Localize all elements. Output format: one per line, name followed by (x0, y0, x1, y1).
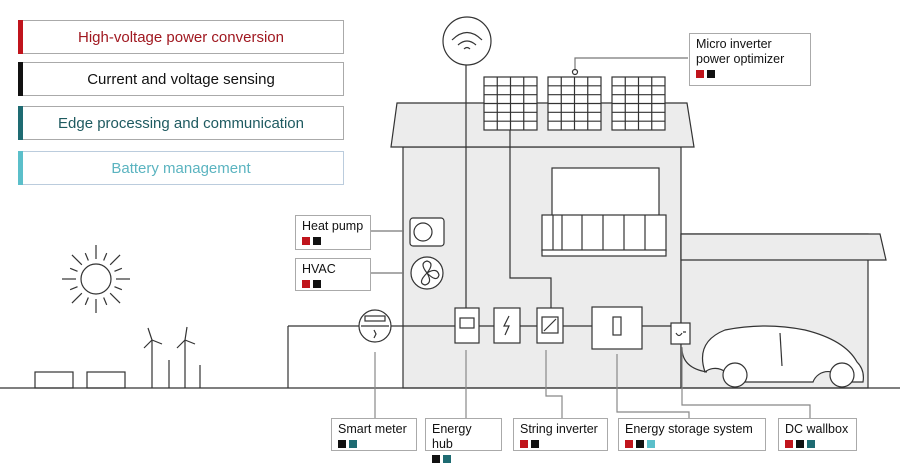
solar-panel-icon (483, 76, 666, 131)
inverter-icon (536, 307, 564, 344)
swatch-black (707, 70, 715, 78)
swatch-black (796, 440, 804, 448)
legend-item-sensing: Current and voltage sensing (18, 62, 344, 96)
legend-label: High-voltage power conversion (78, 28, 284, 46)
legend-label: Edge processing and communication (58, 114, 304, 132)
label-heat-pump: Heat pump (295, 215, 371, 250)
connector-dot (571, 68, 579, 76)
label-subtitle: power optimizer (696, 52, 785, 66)
sun-ray (103, 252, 108, 261)
legend-label: Current and voltage sensing (87, 70, 275, 88)
ground-solar-icon (34, 371, 126, 389)
sun-ray (109, 254, 121, 266)
sun-ray (109, 292, 121, 304)
sun-ray (69, 286, 78, 291)
swatch-black (313, 237, 321, 245)
garage-roof (680, 233, 887, 261)
sun-ray (71, 292, 83, 304)
swatch-red (625, 440, 633, 448)
balcony (541, 214, 667, 257)
swatch-black (531, 440, 539, 448)
label-energy-storage: Energy storage system (618, 418, 766, 451)
legend-item-high-voltage: High-voltage power conversion (18, 20, 344, 54)
swatch-red (302, 237, 310, 245)
label-title: Heat pump (302, 219, 364, 233)
label-dc-wallbox: DC wallbox (778, 418, 857, 451)
legend-color-bar (18, 151, 23, 185)
label-string-inverter: String inverter (513, 418, 608, 451)
legend-color-bar (18, 106, 23, 140)
wifi-icon (442, 16, 492, 66)
swatch-red (302, 280, 310, 288)
sun-ray (114, 267, 123, 272)
sun-ray (103, 297, 108, 306)
heat-pump-icon (409, 217, 445, 247)
label-leaders (374, 347, 811, 419)
battery-icon (591, 306, 643, 350)
label-title: String inverter (520, 422, 598, 436)
legend-color-bar (18, 62, 23, 96)
sun-ray (69, 267, 78, 272)
fan-icon (410, 256, 444, 290)
swatch-teal (443, 455, 451, 463)
label-hvac: HVAC (295, 258, 371, 291)
swatch-red (696, 70, 704, 78)
swatch-black (432, 455, 440, 463)
swatch-teal (349, 440, 357, 448)
sun-ray (71, 254, 83, 266)
label-title: HVAC (302, 262, 336, 276)
label-title: DC wallbox (785, 422, 849, 436)
label-energy-hub: Energy hub (425, 418, 502, 463)
legend-item-edge: Edge processing and communication (18, 106, 344, 140)
label-smart-meter: Smart meter (331, 418, 417, 451)
car-icon (701, 325, 864, 388)
swatch-black (313, 280, 321, 288)
label-title: Smart meter (338, 422, 407, 436)
energy-hub-icon (454, 307, 480, 344)
legend-color-bar (18, 20, 23, 54)
micro-inverter-leader (574, 57, 688, 72)
legend-item-battery: Battery management (18, 151, 344, 185)
label-title: Energy hub (432, 422, 472, 451)
swatch-black (636, 440, 644, 448)
label-micro-inverter: Micro inverter power optimizer (689, 33, 811, 86)
lightning-icon (493, 307, 521, 344)
swatch-red (785, 440, 793, 448)
swatch-black (338, 440, 346, 448)
solar-wire (509, 130, 552, 310)
swatch-teal (807, 440, 815, 448)
label-title: Micro inverter (696, 37, 772, 51)
swatch-light-teal (647, 440, 655, 448)
sun-ray (114, 286, 123, 291)
sun-ray (84, 297, 89, 306)
label-title: Energy storage system (625, 422, 753, 436)
charger-icon (670, 322, 691, 345)
sun-ray (84, 252, 89, 261)
smart-meter-icon (358, 309, 392, 343)
legend-label: Battery management (111, 159, 251, 177)
sun-icon (62, 245, 130, 313)
swatch-red (520, 440, 528, 448)
wind-turbine-icon (143, 326, 201, 388)
